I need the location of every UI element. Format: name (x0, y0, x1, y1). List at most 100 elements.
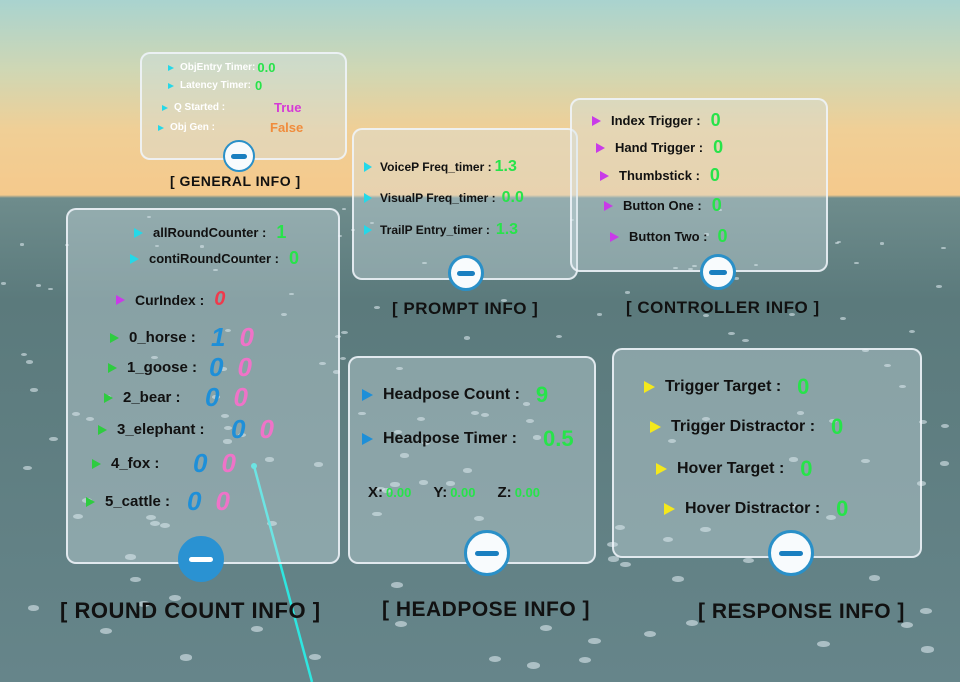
prompt-label: VoiceP Freq_timer : (380, 160, 492, 174)
floor-dot (685, 619, 698, 626)
controller-collapse-button[interactable] (700, 254, 736, 290)
general-collapse-button[interactable] (223, 140, 255, 172)
floor-dot (687, 267, 693, 271)
general-value: 0 (254, 78, 263, 93)
floor-dot (918, 420, 927, 425)
animal-count-a: 0 (205, 382, 220, 412)
floor-dot (224, 426, 233, 431)
floor-dot (390, 482, 400, 487)
floor-dot (238, 432, 247, 437)
round-label: contiRoundCounter : (149, 251, 279, 266)
round-count-info-panel: allRoundCounter : 1 contiRoundCounter : … (66, 208, 340, 564)
headpose-info-title: [ HEADPOSE INFO ] (382, 598, 591, 621)
floor-dot (620, 561, 631, 568)
controller-label: Index Trigger : (611, 113, 701, 128)
headpose-info-panel: Headpose Count : 9 Headpose Timer : 0.5 … (348, 356, 596, 564)
marker-icon (98, 424, 107, 435)
floor-dot (150, 520, 161, 526)
round-row-conti: contiRoundCounter : 0 (130, 248, 299, 269)
floor-dot (789, 457, 798, 462)
floor-dot (743, 557, 755, 564)
floor-dot (381, 488, 391, 494)
animal-count-b: 0 (259, 414, 274, 444)
floor-dot (837, 241, 842, 244)
floor-dot (860, 458, 870, 464)
response-collapse-button[interactable] (768, 530, 814, 576)
prompt-label: VisualP Freq_timer : (380, 191, 496, 205)
floor-dot (936, 285, 942, 288)
marker-icon (108, 362, 117, 373)
animal-count-a: 0 (187, 486, 202, 516)
controller-value: 0 (709, 165, 720, 185)
headpose-y-label: Y: (433, 484, 448, 501)
response-value: 0 (836, 496, 849, 521)
animal-label: 5_cattle : (105, 493, 171, 510)
headpose-value: 0.5 (542, 426, 574, 451)
round-value: 0 (288, 248, 299, 268)
floor-dot (391, 582, 403, 588)
floor-dot (337, 235, 343, 238)
controller-label: Button One : (623, 198, 702, 213)
controller-row-thumbstick: Thumbstick : 0 (600, 165, 720, 186)
headpose-row-xyz: X: 0.00 Y: 0.00 Z: 0.00 (368, 484, 540, 501)
round-value: 0 (214, 288, 226, 310)
floor-dot (692, 264, 697, 268)
floor-dot (789, 313, 795, 316)
floor-dot (578, 656, 592, 664)
floor-dot (266, 520, 277, 526)
round-row-curindex: CurIndex : 0 (116, 288, 225, 311)
floor-dot (588, 637, 601, 644)
floor-dot (288, 292, 295, 296)
response-info-panel: Trigger Target : 0 Trigger Distractor : … (612, 348, 922, 558)
floor-dot (341, 208, 346, 211)
controller-label: Hand Trigger : (615, 140, 704, 155)
floor-dot (644, 631, 657, 638)
floor-dot (72, 513, 83, 519)
floor-dot (129, 576, 141, 583)
floor-dot (138, 601, 150, 608)
floor-dot (369, 221, 374, 224)
animal-label: 3_elephant : (117, 421, 205, 438)
prompt-value: 1.3 (495, 221, 519, 238)
floor-dot (481, 413, 489, 418)
floor-dot (339, 357, 347, 361)
controller-value: 0 (710, 110, 721, 130)
headpose-row-timer: Headpose Timer : 0.5 (362, 426, 574, 452)
floor-dot (667, 438, 677, 444)
animal-count-a: 1 (211, 322, 226, 352)
floor-dot (728, 332, 735, 336)
minus-icon (457, 270, 475, 276)
floor-dot (488, 655, 502, 663)
prompt-info-panel: VoiceP Freq_timer : 1.3 VisualP Freq_tim… (352, 128, 578, 280)
floor-dot (421, 441, 431, 446)
response-row-hover-target: Hover Target : 0 (656, 456, 813, 482)
floor-dot (313, 462, 323, 467)
headpose-collapse-button[interactable] (464, 530, 510, 576)
floor-dot (373, 306, 380, 309)
floor-dot (393, 429, 403, 434)
prompt-value: 1.3 (494, 158, 517, 175)
floor-dot (484, 393, 492, 398)
headpose-x-label: X: (368, 484, 383, 501)
minus-icon (475, 550, 499, 556)
animal-label: 1_goose : (127, 359, 198, 376)
floor-dot (921, 646, 934, 653)
floor-dot (869, 575, 881, 581)
floor-dot (900, 621, 913, 628)
floor-dot (371, 511, 382, 517)
round-collapse-button[interactable] (178, 536, 224, 582)
marker-icon (104, 392, 113, 403)
headpose-y-value: 0.00 (450, 485, 476, 500)
floor-dot (265, 457, 274, 462)
floor-dot (854, 261, 859, 264)
marker-icon (86, 496, 95, 507)
prompt-collapse-button[interactable] (448, 255, 484, 291)
floor-dot (470, 410, 479, 415)
floor-dot (47, 287, 53, 291)
floor-dot (308, 653, 322, 661)
